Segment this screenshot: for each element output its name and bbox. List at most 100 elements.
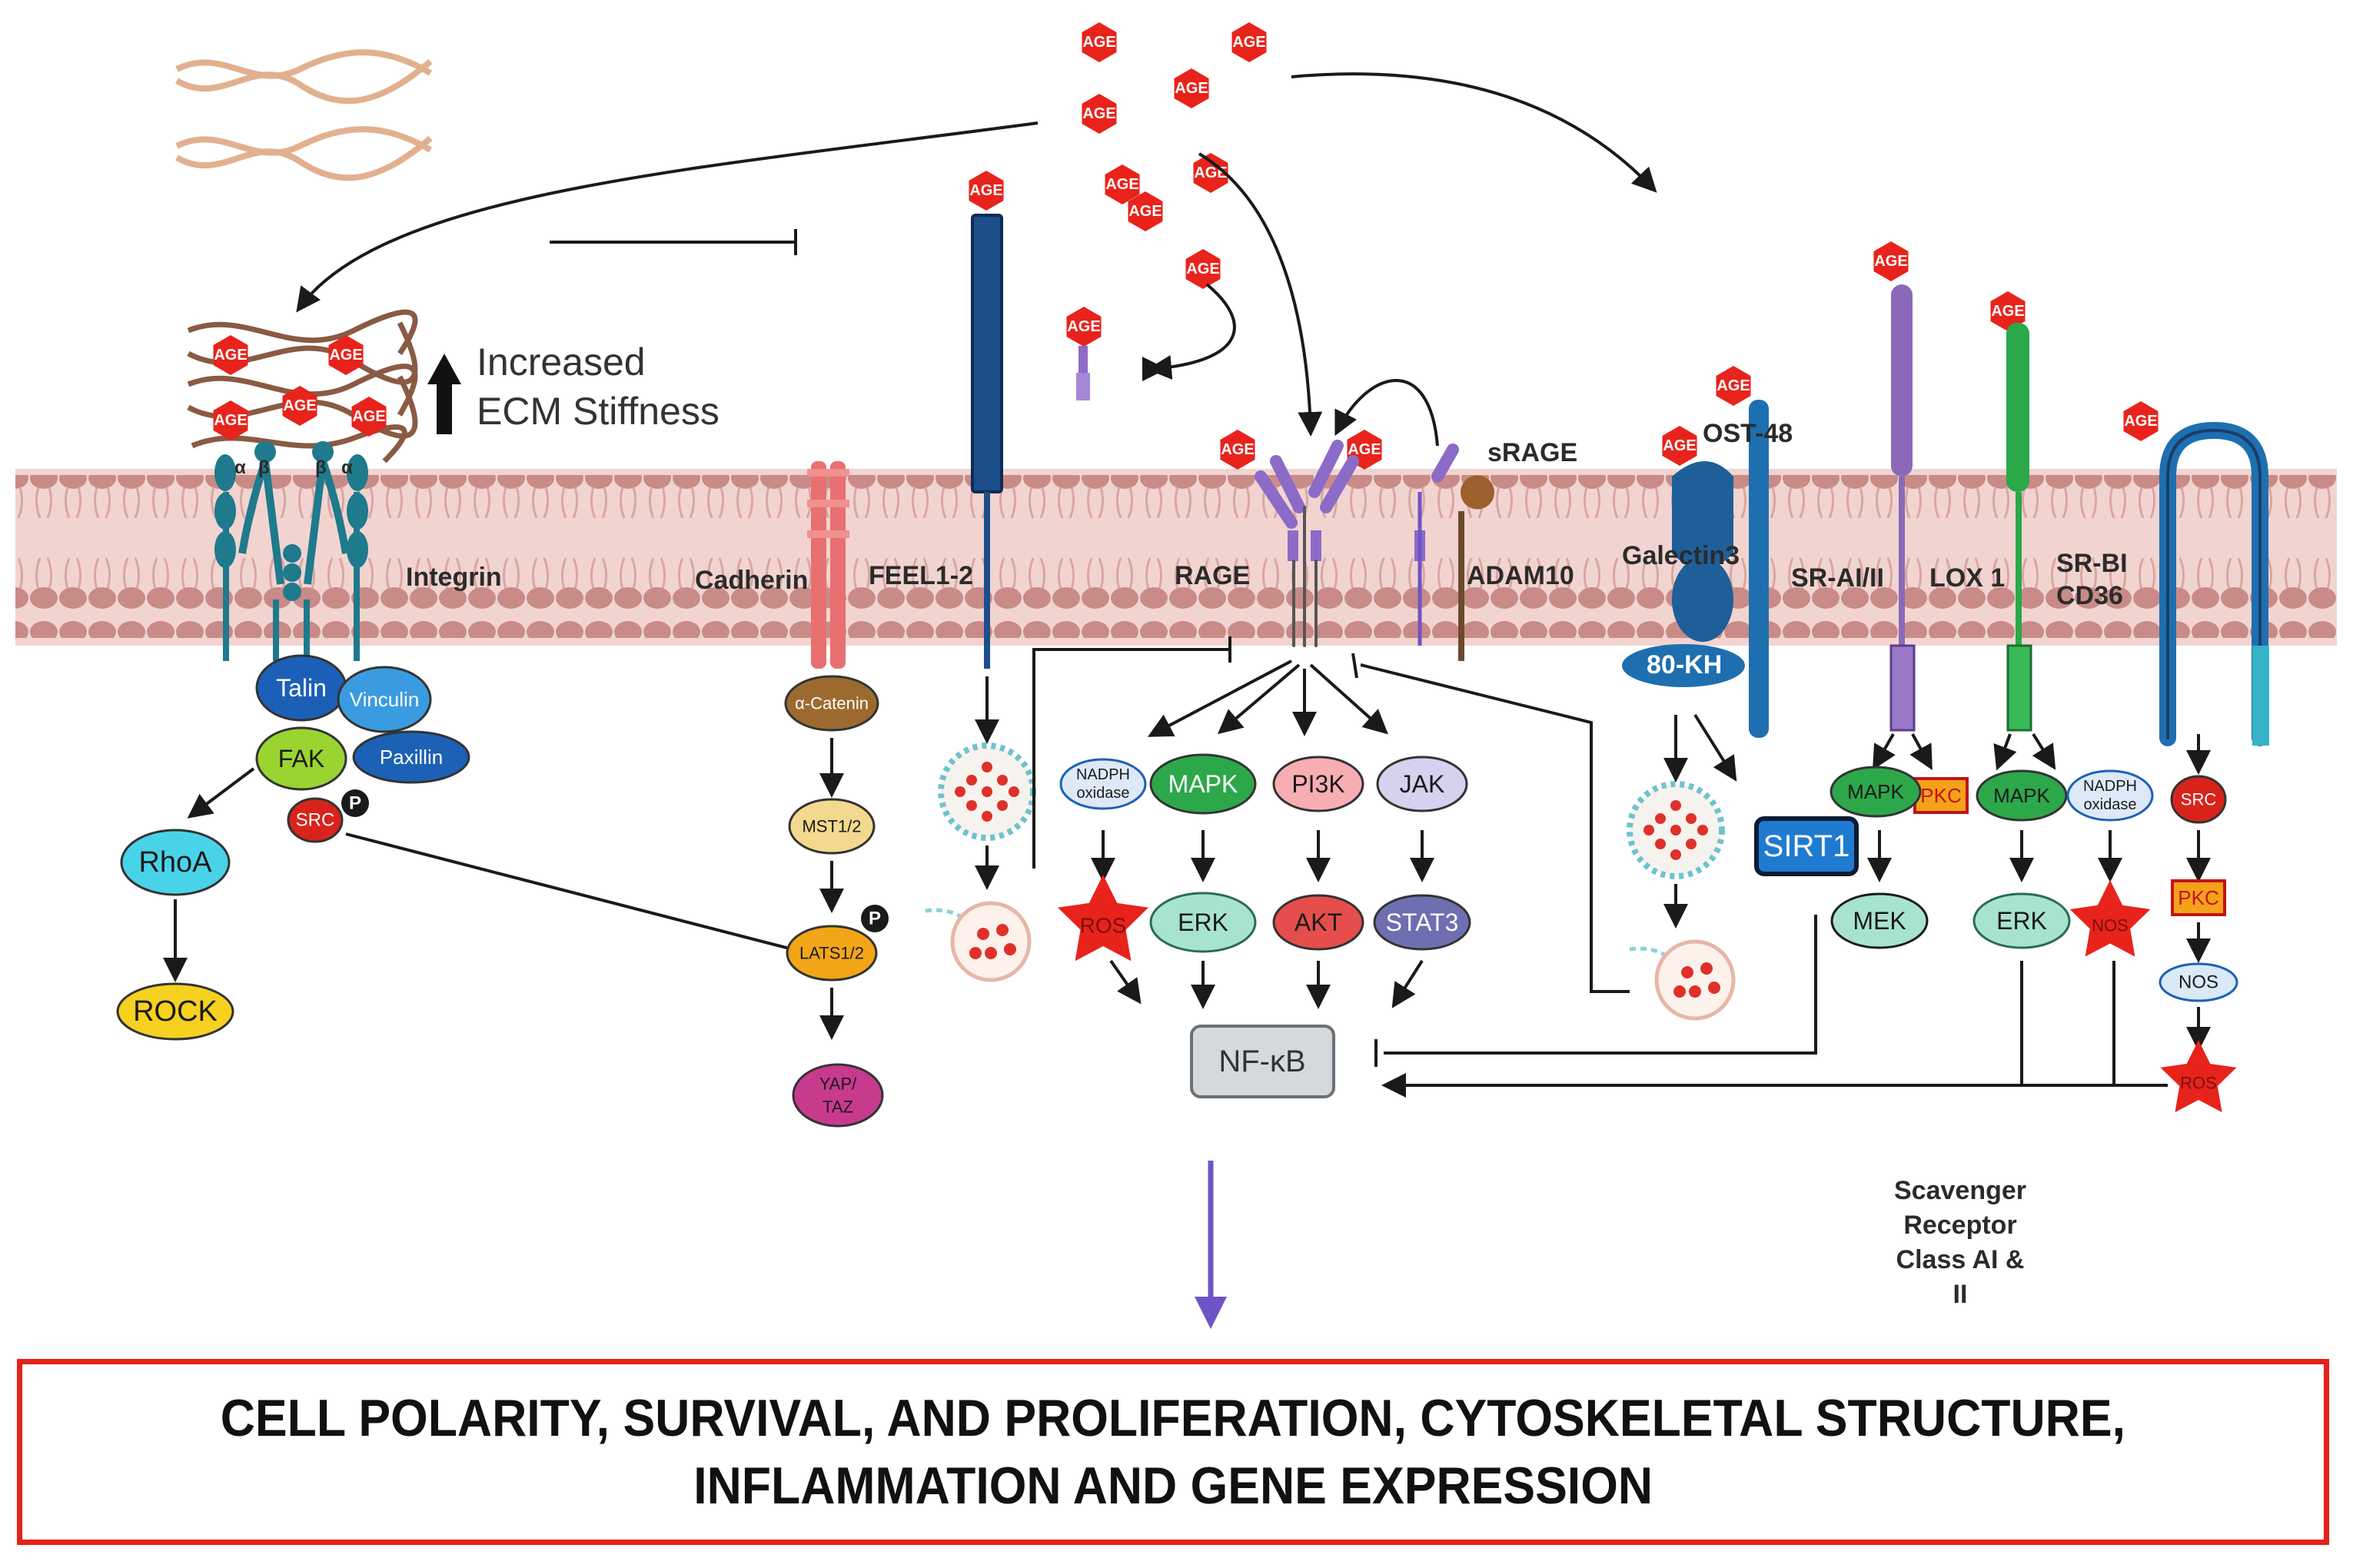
node-label: PKC bbox=[2178, 886, 2218, 909]
age-molecule: AGE bbox=[213, 400, 248, 440]
age-molecule: AGE bbox=[1082, 94, 1117, 134]
oxidase-label: oxidase bbox=[2084, 796, 2137, 813]
label-rage: RAGE bbox=[1175, 561, 1250, 590]
node-fak: FAK bbox=[255, 726, 347, 791]
age-molecule: AGE bbox=[1105, 164, 1140, 204]
star-label: ROS bbox=[2180, 1074, 2217, 1093]
label-lox1: LOX 1 bbox=[1929, 563, 2005, 593]
age-molecule: AGE bbox=[1185, 249, 1221, 289]
age-molecule: AGE bbox=[1990, 291, 2026, 331]
label-ost48: OST-48 bbox=[1703, 419, 1793, 448]
integrin-alpha-right: α bbox=[341, 457, 353, 478]
age-label: AGE bbox=[329, 347, 362, 364]
age-molecule: AGE bbox=[2123, 401, 2159, 441]
node-nos-star: NOS bbox=[2069, 880, 2151, 957]
node-mek: MEK bbox=[1830, 892, 1929, 949]
node-a-catenin: α-Catenin bbox=[784, 675, 879, 732]
age-label: AGE bbox=[1128, 203, 1162, 220]
node-label: JAK bbox=[1400, 770, 1445, 798]
node-nadph-rage: NADPH oxidase bbox=[1059, 758, 1147, 810]
node-label: ERK bbox=[1996, 907, 2047, 935]
node-label: MAPK bbox=[1168, 770, 1238, 798]
node-label: AKT bbox=[1294, 909, 1342, 936]
age-molecule: AGE bbox=[1873, 241, 1909, 281]
phospho-tag: P bbox=[861, 905, 889, 932]
srage-adam10 bbox=[1414, 443, 1494, 661]
lysosome-fusion bbox=[1629, 939, 1736, 1021]
age-molecule: AGE bbox=[1066, 307, 1102, 347]
node-rhoa: RhoA bbox=[120, 829, 231, 896]
age-label: AGE bbox=[283, 397, 316, 414]
age-label: AGE bbox=[1082, 105, 1115, 122]
age-molecule: AGE bbox=[1716, 366, 1751, 406]
node-label: RhoA bbox=[138, 846, 212, 879]
ecm-line2: ECM Stiffness bbox=[477, 390, 720, 433]
label-80kh: 80-KH bbox=[1647, 650, 1722, 679]
outcome-line2: INFLAMMATION AND GENE EXPRESSION bbox=[693, 1457, 1653, 1515]
age-label: AGE bbox=[1186, 261, 1219, 277]
label-cd36: CD36 bbox=[2056, 581, 2123, 610]
node-mapk-lox: MAPK bbox=[1976, 769, 2068, 822]
outcome-box: CELL POLARITY, SURVIVAL, AND PROLIFERATI… bbox=[17, 1359, 2329, 1545]
collagen-fibers bbox=[174, 49, 433, 181]
endosome bbox=[938, 742, 1036, 841]
node-label: LATS1/2 bbox=[799, 944, 864, 963]
age-molecule: AGE bbox=[282, 386, 317, 426]
node-nos: NOS bbox=[2159, 962, 2238, 1002]
node-stat3: STAT3 bbox=[1373, 894, 1471, 951]
node-label: SRC bbox=[296, 810, 335, 831]
node-akt: AKT bbox=[1272, 894, 1364, 951]
age-label: AGE bbox=[1874, 253, 1907, 270]
phospho-label: P bbox=[349, 793, 361, 814]
node-jak: JAK bbox=[1376, 756, 1468, 812]
endosome bbox=[1627, 781, 1725, 879]
node-label: PKC bbox=[1920, 784, 1961, 807]
star-label: NOS bbox=[2092, 916, 2129, 935]
oxidase-label: oxidase bbox=[1077, 785, 1130, 802]
ecm-line1: Increased bbox=[477, 341, 646, 384]
node-label: MEK bbox=[1853, 907, 1906, 935]
node-label: FAK bbox=[278, 745, 324, 772]
age-label: AGE bbox=[1082, 34, 1115, 51]
age-molecule: AGE bbox=[1174, 68, 1209, 108]
lysosome-fusion bbox=[925, 901, 1032, 982]
node-pkc: PKC bbox=[1913, 777, 1969, 814]
age-label: AGE bbox=[1232, 34, 1265, 51]
integrin-alpha-left: α bbox=[234, 457, 246, 478]
lox1-receptor bbox=[2006, 323, 2032, 732]
outcome-line1: CELL POLARITY, SURVIVAL, AND PROLIFERATI… bbox=[220, 1389, 2126, 1447]
label-integrin: Integrin bbox=[406, 563, 502, 592]
age-label: AGE bbox=[1105, 176, 1138, 193]
node-erk-lox: ERK bbox=[1972, 892, 2071, 949]
integrin-receptor bbox=[214, 441, 368, 661]
node-yap-taz: YAP/TAZ bbox=[792, 1063, 884, 1128]
scavenger-line2: Receptor bbox=[1903, 1211, 2016, 1240]
integrin-beta-left: β bbox=[258, 457, 270, 478]
label-srage: sRAGE bbox=[1487, 438, 1577, 467]
node-label: ROCK bbox=[133, 995, 218, 1028]
nadph-label: NADPH bbox=[2083, 778, 2137, 795]
node-mapk-sr: MAPK bbox=[1830, 766, 1922, 818]
taz-label: TAZ bbox=[823, 1098, 853, 1117]
age-molecule: AGE bbox=[1082, 22, 1117, 62]
node-label: MAPK bbox=[1847, 780, 1904, 803]
crosslinked-ecm bbox=[187, 309, 418, 463]
age-label: AGE bbox=[1221, 441, 1254, 458]
node-lats: LATS1/2 bbox=[786, 925, 878, 982]
yap-label: YAP/ bbox=[819, 1075, 857, 1094]
node-label: MST1/2 bbox=[802, 817, 861, 836]
nfkb-label: NF-κB bbox=[1218, 1045, 1305, 1078]
age-label: AGE bbox=[1717, 377, 1750, 394]
ost48-galectin3-complex bbox=[1622, 400, 1769, 738]
node-ros-rage: ROS bbox=[1058, 875, 1148, 962]
nadph-label: NADPH bbox=[1076, 766, 1130, 783]
star-label: ROS bbox=[1080, 914, 1127, 938]
node-label: NOS bbox=[2179, 972, 2218, 993]
node-src: SRC bbox=[287, 797, 344, 843]
age-label: AGE bbox=[1348, 441, 1381, 458]
node-label: Talin bbox=[276, 674, 327, 702]
age-label: AGE bbox=[1991, 303, 2024, 320]
